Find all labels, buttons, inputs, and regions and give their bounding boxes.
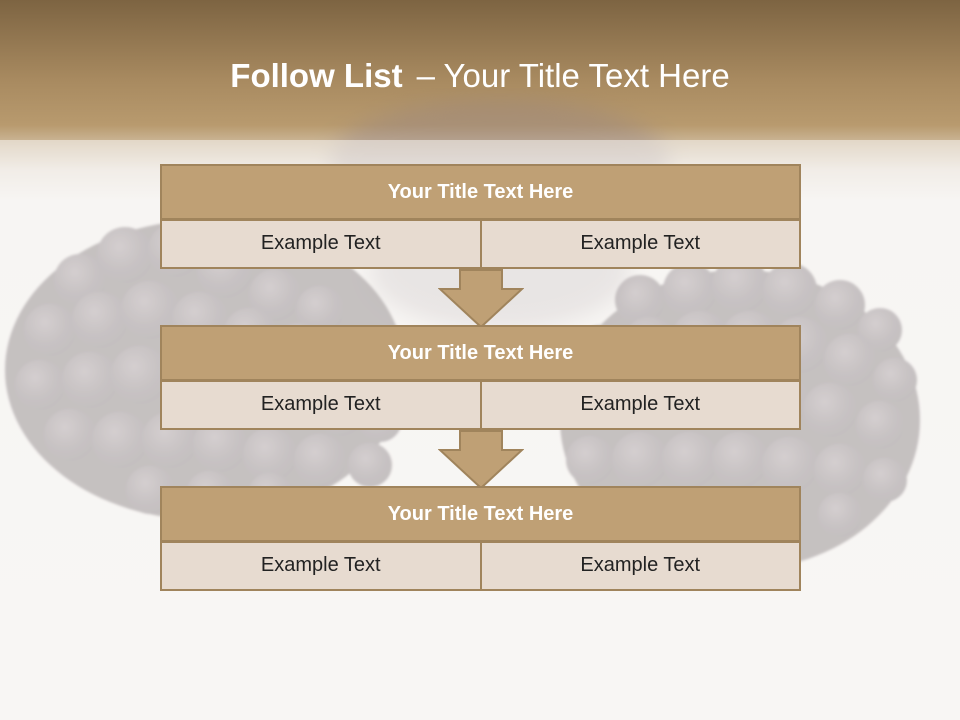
slide-title: Follow List – Your Title Text Here bbox=[0, 54, 960, 98]
block-row: Example Text Example Text bbox=[160, 219, 801, 269]
block-cell-right: Example Text bbox=[479, 380, 801, 430]
down-arrow-icon bbox=[438, 430, 524, 490]
block-title: Your Title Text Here bbox=[160, 325, 801, 381]
list-block-1: Your Title Text Here Example Text Exampl… bbox=[160, 164, 801, 269]
down-arrow-icon bbox=[438, 269, 524, 329]
block-row: Example Text Example Text bbox=[160, 380, 801, 430]
block-title: Your Title Text Here bbox=[160, 486, 801, 542]
title-bold-part: Follow List bbox=[230, 57, 403, 94]
block-cell-left: Example Text bbox=[160, 380, 482, 430]
block-cell-right: Example Text bbox=[479, 219, 801, 269]
block-cell-left: Example Text bbox=[160, 541, 482, 591]
block-title: Your Title Text Here bbox=[160, 164, 801, 220]
block-cell-left: Example Text bbox=[160, 219, 482, 269]
list-block-2: Your Title Text Here Example Text Exampl… bbox=[160, 325, 801, 430]
block-cell-right: Example Text bbox=[479, 541, 801, 591]
title-rest-part: – Your Title Text Here bbox=[416, 57, 730, 94]
block-row: Example Text Example Text bbox=[160, 541, 801, 591]
list-block-3: Your Title Text Here Example Text Exampl… bbox=[160, 486, 801, 591]
